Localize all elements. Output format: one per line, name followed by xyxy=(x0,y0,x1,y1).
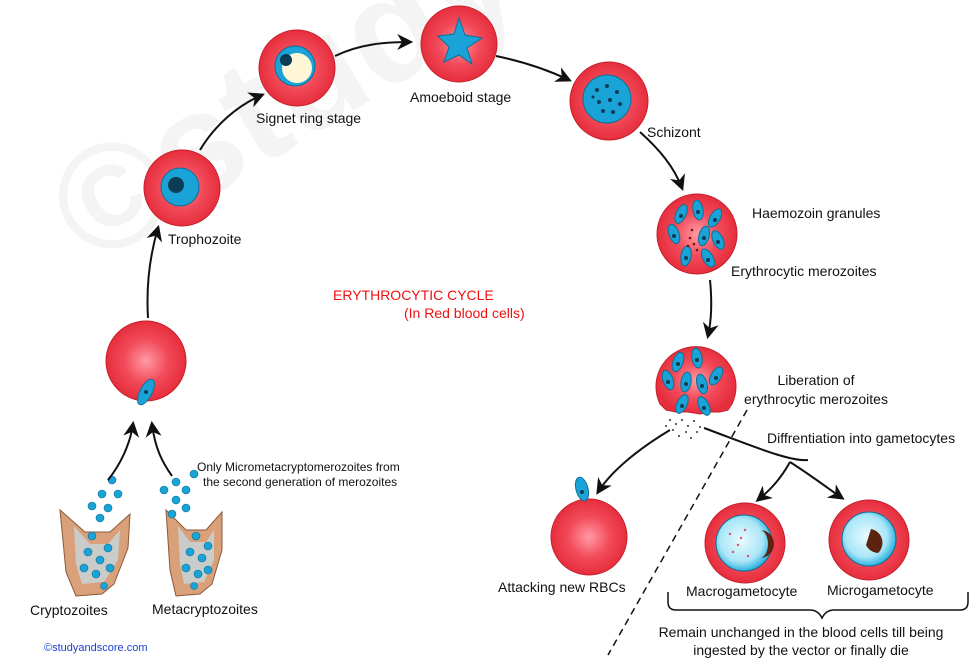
label-macrogametocyte: Macrogametocyte xyxy=(686,583,798,599)
rbc-signet-ring xyxy=(258,29,336,107)
label-liberation-2: erythrocytic merozoites xyxy=(744,391,888,407)
liver-cell-cryptozoites xyxy=(59,475,131,597)
label-amoeboid: Amoeboid stage xyxy=(410,89,512,105)
rbc-microgametocyte xyxy=(828,499,910,581)
rbc-liberation xyxy=(655,346,737,439)
rbc-schizont xyxy=(569,61,649,141)
rbc-merozoites xyxy=(656,193,738,275)
label-microgametocyte: Microgametocyte xyxy=(827,582,934,598)
label-only-1: Only Micrometacryptomerozoites from xyxy=(197,460,400,474)
bracket-brace xyxy=(667,592,969,620)
liver-cell-metacryptozoites xyxy=(159,469,223,597)
rbc-trophozoite xyxy=(143,149,221,227)
label-differentiation: Diffrentiation into gametocytes xyxy=(767,430,956,446)
rbc-amoeboid xyxy=(420,5,498,83)
label-schizont: Schizont xyxy=(647,124,701,140)
title-line2: (In Red blood cells) xyxy=(404,305,525,321)
rbc-entry xyxy=(105,320,187,406)
label-merozoites: Erythrocytic merozoites xyxy=(731,263,877,279)
label-metacryptozoites: Metacryptozoites xyxy=(152,601,258,617)
dashed-divider xyxy=(607,409,748,656)
label-haemozoin: Haemozoin granules xyxy=(752,205,881,221)
cycle-arrows xyxy=(107,34,845,503)
label-trophozoite: Trophozoite xyxy=(168,231,242,247)
label-cryptozoites: Cryptozoites xyxy=(30,602,108,618)
label-attacking: Attacking new RBCs xyxy=(498,579,626,595)
label-remain-1: Remain unchanged in the blood cells till… xyxy=(658,624,944,640)
label-signet-ring: Signet ring stage xyxy=(256,110,362,126)
label-only-2: the second generation of merozoites xyxy=(203,475,398,489)
label-remain-2: ingested by the vector or finally die xyxy=(693,642,909,658)
rbc-attacking xyxy=(550,476,628,576)
credit-link[interactable]: ©studyandscore.com xyxy=(44,642,148,654)
label-liberation-1: Liberation of xyxy=(777,372,855,388)
rbc-macrogametocyte xyxy=(704,502,786,584)
title-line1: ERYTHROCYTIC CYCLE xyxy=(333,287,494,303)
